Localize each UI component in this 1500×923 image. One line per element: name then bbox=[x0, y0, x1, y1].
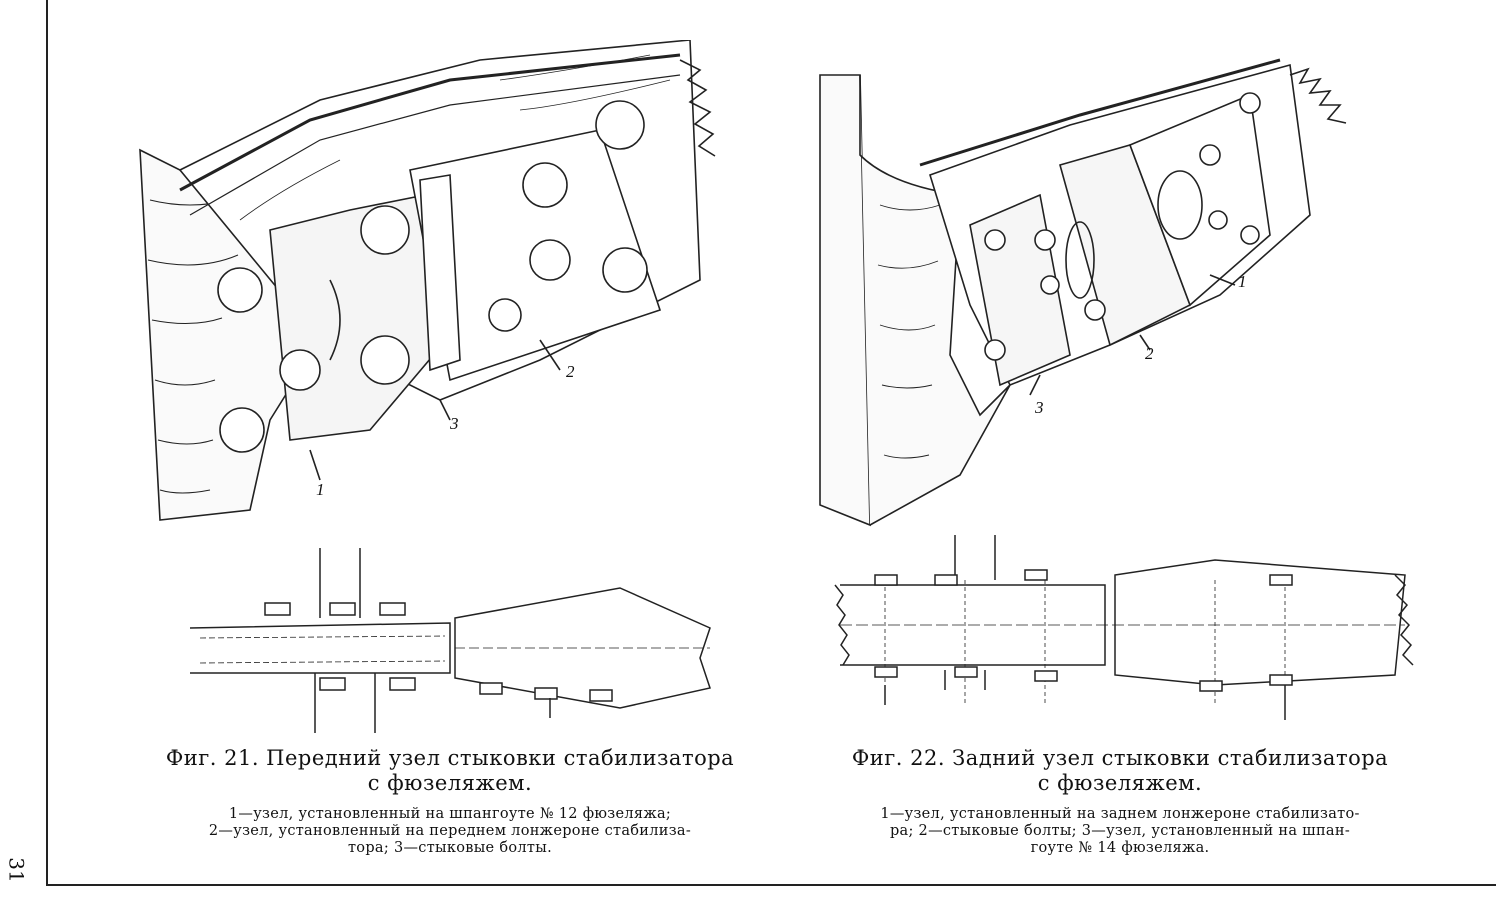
fig21-legend-line3: тора; 3—стыковые болты. bbox=[347, 840, 552, 856]
fig21-caption: Фиг. 21. Передний узел стыковки стабилиз… bbox=[150, 746, 750, 857]
fig22-legend-line3: гоуте № 14 фюзеляжа. bbox=[1030, 840, 1210, 856]
fig21-callout-1: 1 bbox=[316, 480, 325, 499]
fig22-caption: Фиг. 22. Задний узел стыковки стабилизат… bbox=[820, 746, 1420, 857]
fig21-legend-line2: 2—узел, установленный на переднем лонжер… bbox=[208, 823, 692, 839]
fig22-legend-line1: 1—узел, установленный на заднем лонжерон… bbox=[880, 806, 1360, 822]
fig21-title-line1: Фиг. 21. Передний узел стыковки стабилиз… bbox=[165, 746, 735, 770]
fig21-title-line2: с фюзеляжем. bbox=[367, 771, 533, 795]
fig22-perspective-drawing bbox=[819, 58, 1347, 527]
fig22-callout-1: 1 bbox=[1238, 272, 1247, 291]
page-number: 31 bbox=[4, 857, 29, 883]
fig22-callout-2: 2 bbox=[1145, 344, 1154, 363]
fig22-title-line1: Фиг. 22. Задний узел стыковки стабилизат… bbox=[851, 746, 1389, 770]
page-border-bottom bbox=[46, 884, 1496, 886]
fig22-callout-3: 3 bbox=[1035, 398, 1044, 417]
fig21-legend-line1: 1—узел, установленный на шпангоуте № 12 … bbox=[228, 806, 672, 822]
fig21-callout-3: 3 bbox=[450, 414, 459, 433]
fig21-callout-2: 2 bbox=[566, 362, 575, 381]
fig21-section-drawing bbox=[189, 548, 711, 733]
fig21-perspective-drawing bbox=[139, 40, 716, 521]
fig22-title-line2: с фюзеляжем. bbox=[1037, 771, 1203, 795]
fig22-legend-line2: ра; 2—стыковые болты; 3—узел, установлен… bbox=[889, 823, 1351, 839]
page-border-left bbox=[46, 0, 48, 886]
fig22-section-drawing bbox=[834, 535, 1414, 720]
